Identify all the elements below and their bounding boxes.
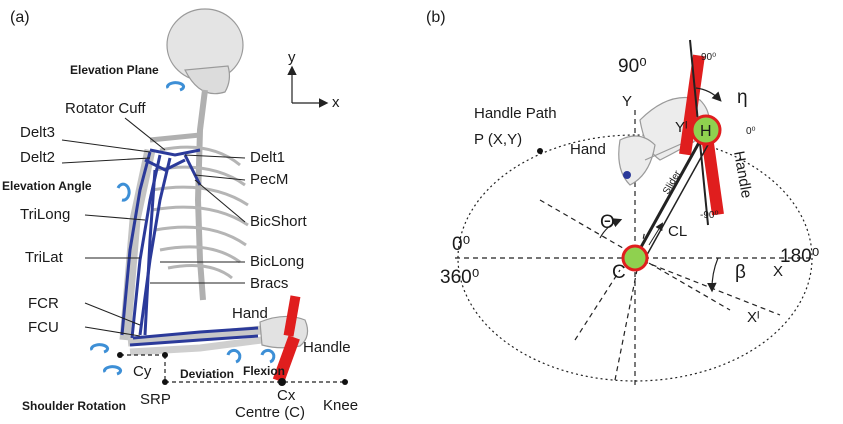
label-C: C [612, 262, 626, 283]
label-delt2: Delt2 [20, 149, 55, 166]
label-centre: Centre (C) [235, 404, 305, 421]
label-cy: Cy [133, 363, 152, 380]
label-p-xy: P (X,Y) [474, 131, 522, 148]
label-Y: Y [622, 93, 632, 110]
label-biclong: BicLong [250, 253, 304, 270]
label-srp: SRP [140, 391, 171, 408]
label-cx: Cx [277, 387, 296, 404]
label-flexion: Flexion [243, 364, 285, 378]
axis-x-label: x [332, 94, 340, 111]
label-handle-b: Handle [730, 150, 755, 200]
label-fcr: FCR [28, 295, 59, 312]
label-knee: Knee [323, 397, 358, 414]
label-H: H [700, 123, 712, 140]
label-zero: 0⁰ [452, 234, 470, 255]
label-bracs: Bracs [250, 275, 288, 292]
label-cl: CL [668, 223, 687, 240]
label-h-minus90: -90⁰ [700, 210, 718, 221]
label-X: X [773, 263, 783, 280]
label-shoulder-rotation: Shoulder Rotation [22, 399, 126, 413]
label-elevation-angle: Elevation Angle [2, 179, 92, 193]
label-delt3: Delt3 [20, 124, 55, 141]
label-theta: Θ [600, 212, 615, 233]
panel-b-tag: (b) [426, 9, 446, 26]
label-bicshort: BicShort [250, 213, 308, 230]
point-P [537, 148, 543, 154]
label-y-prime: Yᴵ [675, 119, 688, 136]
axis-y-label: y [288, 49, 296, 66]
label-delt1: Delt1 [250, 149, 285, 166]
label-ninety: 90⁰ [618, 56, 647, 77]
label-pecm: PecM [250, 171, 288, 188]
hand-marker [623, 171, 631, 179]
label-slider: Slider [661, 168, 684, 196]
panel-a-tag: (a) [10, 9, 30, 26]
panel-a: (a) [2, 9, 358, 421]
label-fcu: FCU [28, 319, 59, 336]
label-beta: β [735, 262, 746, 283]
label-rotator-cuff: Rotator Cuff [65, 100, 146, 117]
panel-b: (b) [426, 9, 819, 388]
label-eta: η [737, 87, 748, 108]
label-handle: Handle [303, 339, 351, 356]
label-trilat: TriLat [25, 249, 64, 266]
xy-axes-indicator [292, 68, 326, 103]
label-h-0: 0⁰ [746, 126, 756, 137]
label-hand-b: Hand [570, 141, 606, 158]
label-one-eighty: 180⁰ [780, 246, 819, 267]
label-handle-path: Handle Path [474, 105, 557, 122]
label-h-90: 90⁰ [701, 52, 716, 63]
label-trilong: TriLong [20, 206, 70, 223]
centre-joint-C [623, 246, 647, 270]
label-hand: Hand [232, 305, 268, 322]
label-three-sixty: 360⁰ [440, 267, 479, 288]
label-elevation-plane: Elevation Plane [70, 63, 159, 77]
label-x-prime: Xᴵ [747, 309, 760, 326]
label-deviation: Deviation [180, 367, 234, 381]
